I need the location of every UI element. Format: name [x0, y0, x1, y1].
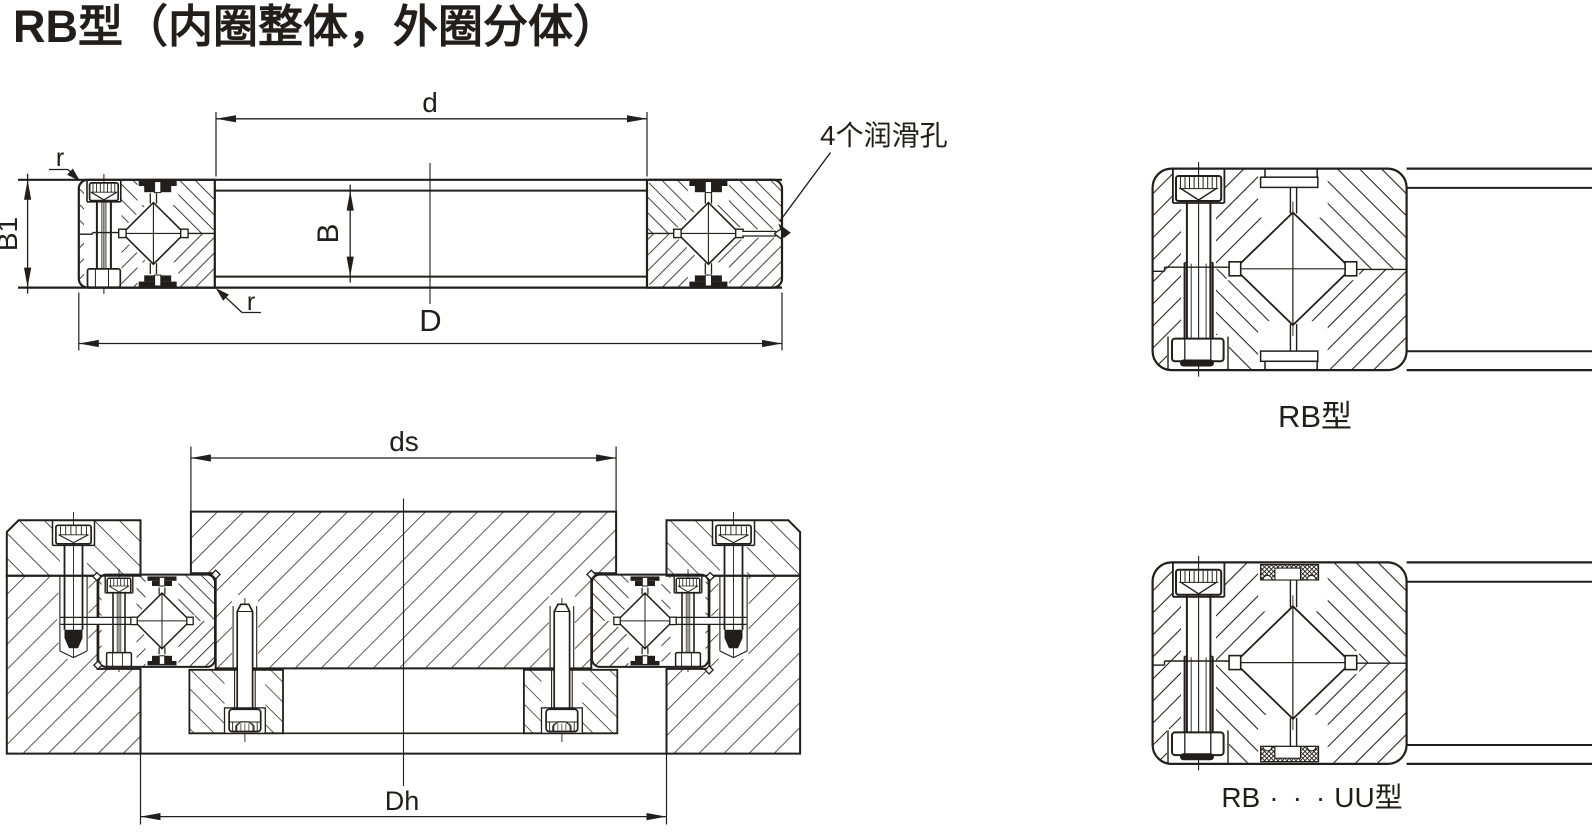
svg-text:Dh: Dh: [385, 786, 420, 816]
svg-text:RB型: RB型: [1278, 399, 1352, 434]
svg-text:4个润滑孔: 4个润滑孔: [820, 120, 948, 151]
svg-text:D: D: [419, 303, 441, 338]
svg-text:r: r: [247, 288, 255, 316]
svg-text:r: r: [56, 144, 64, 172]
svg-text:d: d: [422, 87, 438, 118]
svg-text:B1: B1: [0, 217, 23, 251]
svg-text:B: B: [312, 223, 345, 243]
svg-text:ds: ds: [389, 426, 419, 457]
svg-text:RB型（内圈整体，外圈分体）: RB型（内圈整体，外圈分体）: [13, 1, 618, 52]
